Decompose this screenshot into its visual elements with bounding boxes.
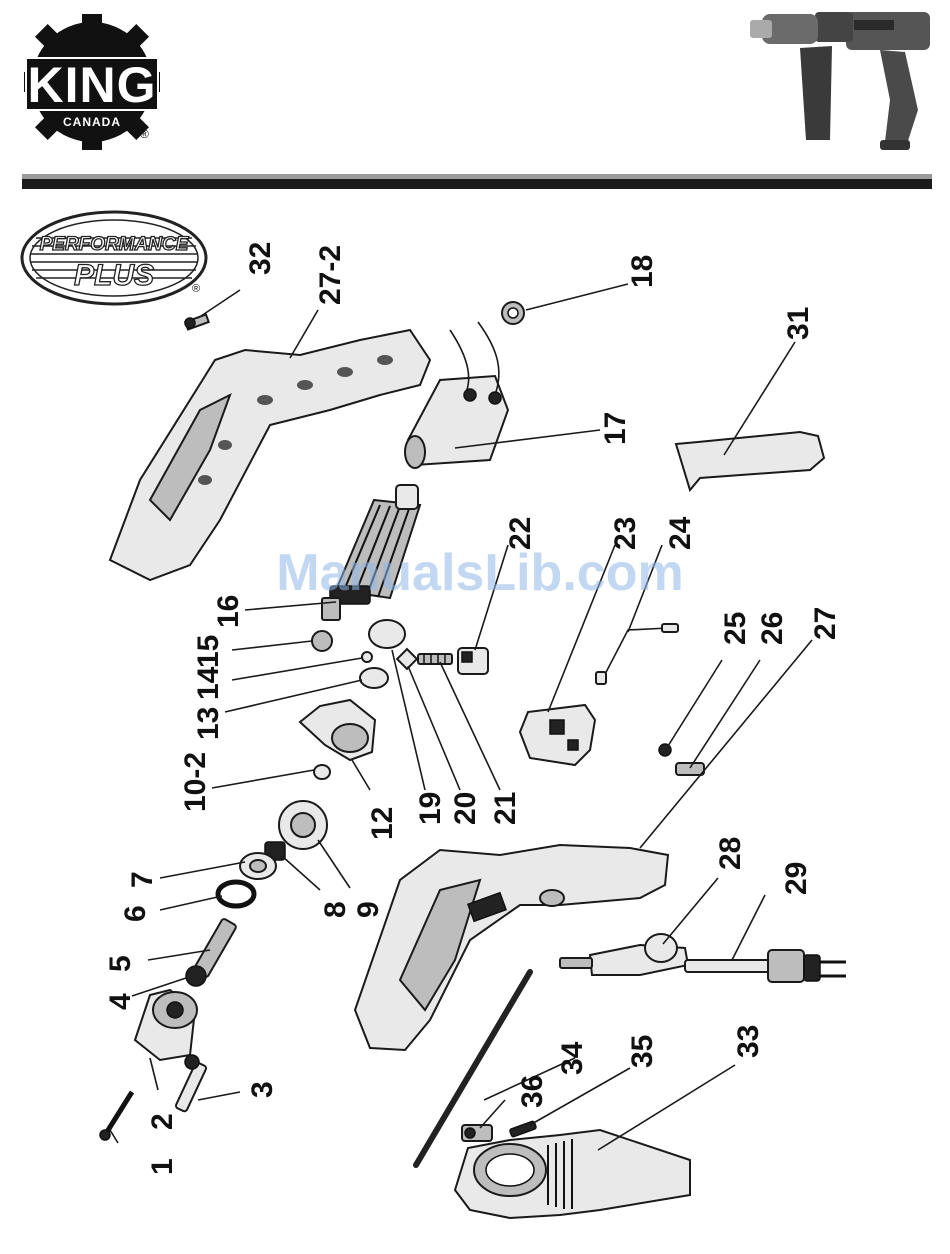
bearing-7 — [240, 853, 276, 879]
part-label-6: 6 — [119, 905, 152, 922]
washer-14 — [362, 652, 372, 662]
part-label-13: 13 — [192, 707, 225, 740]
part-label-33: 33 — [732, 1025, 765, 1058]
part-label-17: 17 — [599, 412, 632, 445]
handle-cover-31 — [676, 432, 824, 490]
part-label-34: 34 — [556, 1041, 589, 1075]
disk-13 — [360, 668, 388, 688]
part-label-21: 21 — [489, 792, 522, 825]
part-20 — [397, 649, 417, 669]
bolt-36 — [462, 1125, 492, 1141]
header-rule — [22, 174, 932, 179]
part-label-36: 36 — [516, 1075, 549, 1108]
part-label-24: 24 — [664, 516, 697, 550]
brand-name: KING — [28, 57, 157, 113]
badge-registered-mark: ® — [192, 283, 200, 295]
watermark: ManualsLib.com — [276, 544, 683, 602]
king-canada-logo: KING CANADA ® — [24, 14, 160, 150]
screw-1 — [100, 1092, 132, 1140]
spring-21 — [418, 654, 452, 664]
part-label-28: 28 — [714, 837, 747, 870]
brush-22 — [458, 648, 488, 674]
brand-sub: CANADA — [63, 115, 121, 129]
part-label-16: 16 — [212, 595, 245, 628]
part-label-32: 32 — [244, 242, 277, 275]
badge-line2: PLUS — [74, 259, 154, 292]
part-label-5: 5 — [104, 955, 137, 972]
part-label-29: 29 — [780, 862, 813, 895]
wire-24 — [596, 624, 678, 684]
part-label-20: 20 — [449, 792, 482, 825]
part-label-7: 7 — [126, 871, 159, 888]
part-label-31: 31 — [782, 307, 815, 340]
part-label-25: 25 — [719, 612, 752, 645]
part-label-4: 4 — [104, 993, 137, 1010]
part-label-26: 26 — [756, 612, 789, 645]
strain-relief-28 — [560, 934, 688, 975]
chuck-2 — [135, 990, 197, 1060]
part-label-3: 3 — [246, 1081, 279, 1098]
screw-32 — [185, 314, 209, 329]
switch-23 — [520, 705, 595, 765]
part-label-19: 19 — [414, 792, 447, 825]
chuck-key-3 — [175, 1055, 207, 1112]
part-10-2 — [314, 765, 330, 779]
hammer-drill-photo — [750, 12, 930, 150]
part-label-1: 1 — [146, 1158, 179, 1175]
part-label-14: 14 — [192, 666, 225, 700]
side-handle-33 — [455, 1130, 690, 1218]
bearing-18 — [502, 302, 524, 324]
part-label-10-2: 10-2 — [179, 752, 212, 812]
part-label-27: 27-2 — [314, 245, 347, 305]
housing-half-27-2 — [355, 845, 668, 1050]
part-label-27-2: 27 — [809, 607, 842, 640]
ring-6 — [218, 882, 254, 906]
part-label-18: 18 — [626, 255, 659, 288]
screw-25 — [659, 744, 671, 756]
badge-line1: PERFORMANCE — [40, 234, 190, 255]
header-rule-thick — [22, 179, 932, 189]
part-label-2: 2 — [146, 1113, 179, 1130]
performance-plus-badge: PERFORMANCE PLUS ® — [22, 212, 206, 304]
bearing-15 — [312, 631, 332, 651]
part-label-9: 9 — [352, 901, 385, 918]
part-label-8: 8 — [319, 901, 352, 918]
power-cord-29 — [685, 950, 846, 982]
brand-registered-mark: ® — [140, 127, 149, 141]
clamp-26 — [676, 763, 704, 775]
gear-housing-12 — [300, 700, 375, 760]
part-label-12: 12 — [366, 807, 399, 840]
part-label-15: 15 — [192, 635, 225, 668]
part-label-22: 22 — [504, 517, 537, 550]
part-label-35: 35 — [626, 1035, 659, 1068]
part-label-23: 23 — [609, 517, 642, 550]
part-19 — [369, 620, 405, 648]
